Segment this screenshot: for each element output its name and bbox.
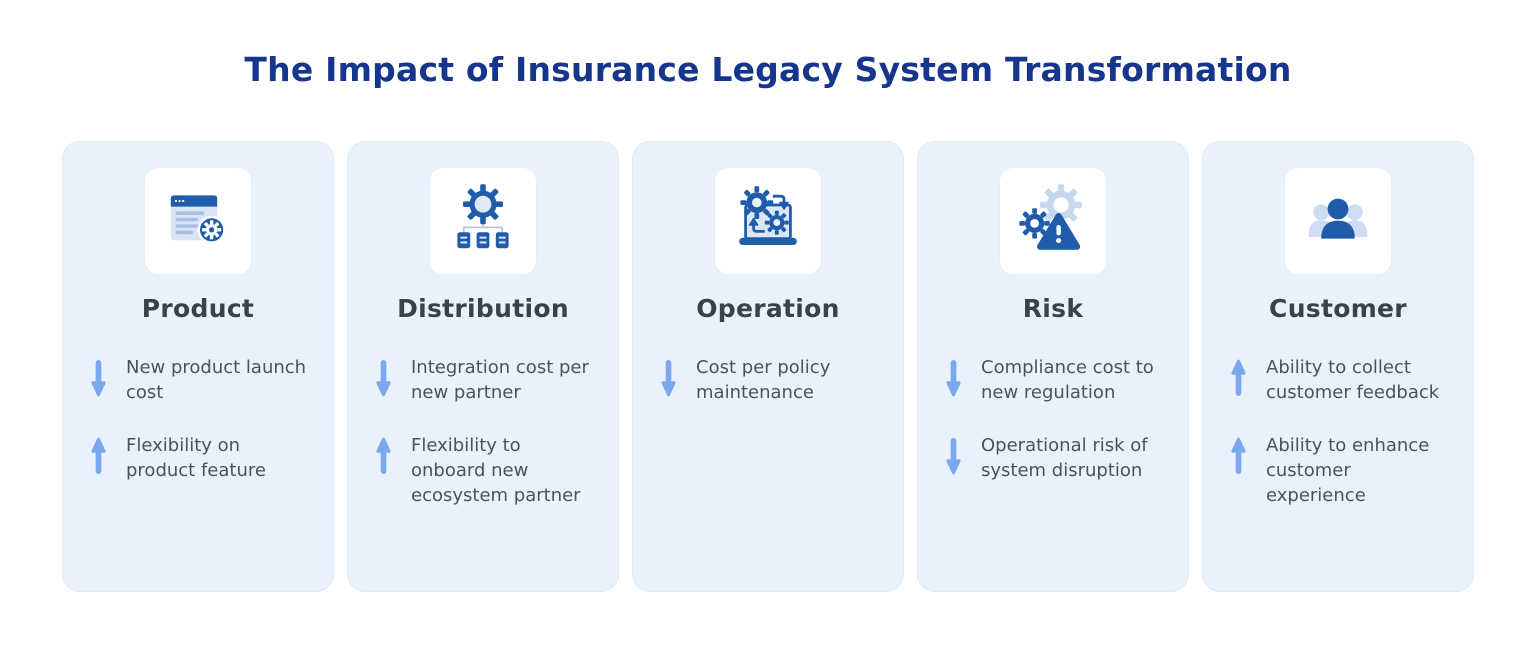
list-item: Ability to enhance customer experience xyxy=(1222,434,1454,508)
cards-row: Product New product launch cost Flexibil… xyxy=(62,141,1474,592)
customer-icon-box xyxy=(1284,167,1392,275)
arrow-down-icon xyxy=(945,358,962,398)
page-title: The Impact of Insurance Legacy System Tr… xyxy=(244,50,1292,89)
arrow-up-icon xyxy=(1230,358,1247,398)
list-item: Flexibility on product feature xyxy=(82,434,314,483)
card-operation: Operation Cost per policy maintenance xyxy=(632,141,904,592)
list-item: Flexibility to onboard new ecosystem par… xyxy=(367,434,599,508)
impact-text: Flexibility on product feature xyxy=(126,435,266,481)
arrow-down-icon xyxy=(90,358,107,398)
browser-gear-icon xyxy=(158,181,238,261)
list-item: Compliance cost to new regulation xyxy=(937,356,1169,405)
impact-list: Cost per policy maintenance xyxy=(652,356,884,405)
impact-text: Flexibility to onboard new ecosystem par… xyxy=(411,435,581,506)
arrow-up-icon xyxy=(90,436,107,476)
arrow-down-icon xyxy=(660,358,677,398)
list-item: Ability to collect customer feedback xyxy=(1222,356,1454,405)
card-title-customer: Customer xyxy=(1269,294,1407,323)
card-customer: Customer Ability to collect customer fee… xyxy=(1202,141,1474,592)
impact-text: Compliance cost to new regulation xyxy=(981,357,1154,403)
operation-icon-box xyxy=(714,167,822,275)
distribution-icon-box xyxy=(429,167,537,275)
list-item: Cost per policy maintenance xyxy=(652,356,884,405)
impact-list: Compliance cost to new regulation Operat… xyxy=(937,356,1169,484)
gear-network-icon xyxy=(443,181,523,261)
impact-text: Cost per policy maintenance xyxy=(696,357,831,403)
impact-list: Ability to collect customer feedback Abi… xyxy=(1222,356,1454,508)
impact-text: Ability to enhance customer experience xyxy=(1266,435,1430,506)
arrow-up-icon xyxy=(1230,436,1247,476)
impact-text: Ability to collect customer feedback xyxy=(1266,357,1440,403)
risk-icon-box xyxy=(999,167,1107,275)
impact-text: New product launch cost xyxy=(126,357,307,403)
arrow-down-icon xyxy=(375,358,392,398)
people-icon xyxy=(1298,181,1378,261)
card-title-distribution: Distribution xyxy=(397,294,569,323)
impact-list: Integration cost per new partner Flexibi… xyxy=(367,356,599,508)
list-item: Integration cost per new partner xyxy=(367,356,599,405)
list-item: Operational risk of system disruption xyxy=(937,434,1169,483)
impact-text: Integration cost per new partner xyxy=(411,357,589,403)
list-item: New product launch cost xyxy=(82,356,314,405)
impact-text: Operational risk of system disruption xyxy=(981,435,1148,481)
card-title-risk: Risk xyxy=(1022,294,1084,323)
card-title-product: Product xyxy=(141,294,255,323)
laptop-gears-icon xyxy=(728,181,808,261)
card-risk: Risk Compliance cost to new regulation O… xyxy=(917,141,1189,592)
impact-list: New product launch cost Flexibility on p… xyxy=(82,356,314,484)
gears-warning-icon xyxy=(1013,181,1093,261)
card-distribution: Distribution Integration cost per new pa… xyxy=(347,141,619,592)
arrow-down-icon xyxy=(945,436,962,476)
card-title-operation: Operation xyxy=(696,294,840,323)
arrow-up-icon xyxy=(375,436,392,476)
product-icon-box xyxy=(144,167,252,275)
card-product: Product New product launch cost Flexibil… xyxy=(62,141,334,592)
